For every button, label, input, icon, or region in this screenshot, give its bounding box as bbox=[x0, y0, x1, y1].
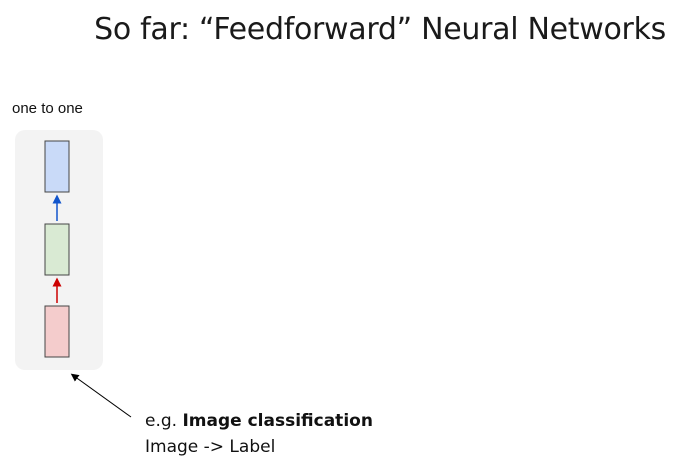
caption: e.g. Image classification Image -> Label bbox=[145, 408, 373, 460]
caption-emphasis: Image classification bbox=[182, 411, 373, 431]
output-box bbox=[44, 140, 70, 193]
caption-prefix: e.g. bbox=[145, 411, 183, 431]
hidden-box bbox=[44, 223, 70, 276]
slide-title: So far: “Feedforward” Neural Networks bbox=[94, 12, 666, 47]
input-box bbox=[44, 305, 70, 358]
diagram-label: one to one bbox=[12, 100, 83, 117]
caption-line-2: Image -> Label bbox=[145, 437, 276, 457]
caption-line-1: e.g. Image classification bbox=[145, 408, 373, 434]
pointer-arrow bbox=[70, 373, 132, 418]
